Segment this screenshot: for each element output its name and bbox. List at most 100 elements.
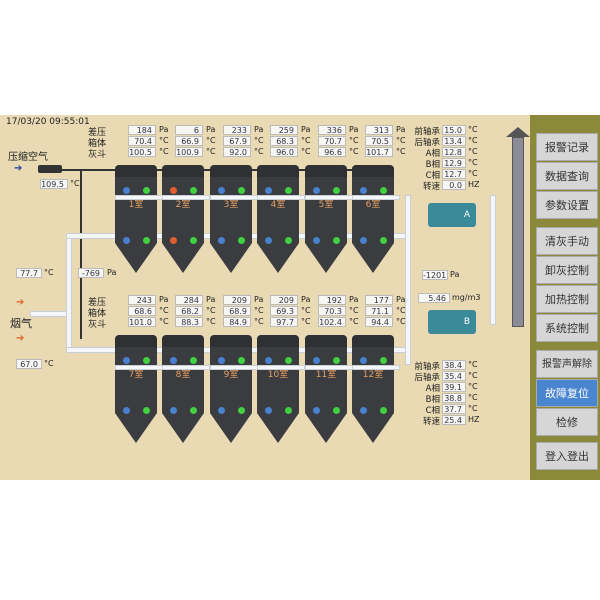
valve-indicator[interactable] bbox=[170, 357, 177, 364]
valve-indicator[interactable] bbox=[285, 237, 292, 244]
valve-indicator[interactable] bbox=[380, 187, 387, 194]
fan-phase_c-value: 12.7 bbox=[442, 169, 466, 179]
valve-indicator[interactable] bbox=[123, 237, 130, 244]
valve-indicator[interactable] bbox=[313, 187, 320, 194]
valve-indicator[interactable] bbox=[285, 357, 292, 364]
valve-indicator[interactable] bbox=[190, 357, 197, 364]
valve-indicator[interactable] bbox=[313, 357, 320, 364]
room-body[interactable]: 1室 bbox=[115, 177, 157, 243]
unit: °C bbox=[349, 136, 359, 145]
valve-indicator[interactable] bbox=[333, 357, 340, 364]
valve-indicator[interactable] bbox=[333, 237, 340, 244]
room-name: 9室 bbox=[223, 370, 239, 380]
unit: °C bbox=[70, 179, 80, 188]
room-ash-value: 84.9 bbox=[223, 317, 251, 327]
room-body[interactable]: 2室 bbox=[162, 177, 204, 243]
valve-indicator[interactable] bbox=[265, 187, 272, 194]
room-diff-value: 177 bbox=[365, 295, 393, 305]
valve-indicator[interactable] bbox=[238, 357, 245, 364]
button-6[interactable]: 系统控制 bbox=[536, 314, 598, 342]
button-10[interactable]: 登入登出 bbox=[536, 442, 598, 470]
unit: Pa bbox=[349, 295, 359, 304]
valve-indicator[interactable] bbox=[380, 237, 387, 244]
valve-indicator[interactable] bbox=[238, 407, 245, 414]
room-name: 3室 bbox=[223, 200, 239, 210]
button-7[interactable]: 报警声解除 bbox=[536, 350, 598, 378]
valve-indicator[interactable] bbox=[313, 407, 320, 414]
row-label-ash: 灰斗 bbox=[88, 320, 107, 330]
valve-indicator[interactable] bbox=[380, 407, 387, 414]
valve-indicator[interactable] bbox=[143, 187, 150, 194]
valve-indicator[interactable] bbox=[170, 237, 177, 244]
room-body[interactable]: 11室 bbox=[305, 347, 347, 413]
valve-indicator[interactable] bbox=[123, 357, 130, 364]
fan-motor[interactable]: A bbox=[428, 203, 476, 227]
valve-indicator[interactable] bbox=[360, 187, 367, 194]
flue-arrow-icon: ➔ bbox=[16, 297, 25, 308]
button-4[interactable]: 卸灰控制 bbox=[536, 256, 598, 284]
room-body[interactable]: 5室 bbox=[305, 177, 347, 243]
button-5[interactable]: 加热控制 bbox=[536, 285, 598, 313]
unit: °C bbox=[468, 360, 478, 369]
button-0[interactable]: 报警记录 bbox=[536, 133, 598, 161]
room-body[interactable]: 7室 bbox=[115, 347, 157, 413]
unit: °C bbox=[468, 147, 478, 156]
ash-hopper bbox=[305, 413, 347, 443]
room-body[interactable]: 9室 bbox=[210, 347, 252, 413]
valve-indicator[interactable] bbox=[360, 407, 367, 414]
valve-indicator[interactable] bbox=[218, 187, 225, 194]
ash-hopper bbox=[352, 413, 394, 443]
valve-indicator[interactable] bbox=[333, 407, 340, 414]
room-body[interactable]: 3室 bbox=[210, 177, 252, 243]
button-1[interactable]: 数据查询 bbox=[536, 162, 598, 190]
valve-indicator[interactable] bbox=[170, 407, 177, 414]
valve-indicator[interactable] bbox=[190, 237, 197, 244]
valve-indicator[interactable] bbox=[143, 237, 150, 244]
valve-indicator[interactable] bbox=[285, 407, 292, 414]
unit: °C bbox=[206, 306, 216, 315]
valve-indicator[interactable] bbox=[123, 187, 130, 194]
room-body[interactable]: 6室 bbox=[352, 177, 394, 243]
room-diff-value: 233 bbox=[223, 125, 251, 135]
valve-indicator[interactable] bbox=[265, 407, 272, 414]
valve-indicator[interactable] bbox=[143, 357, 150, 364]
valve-indicator[interactable] bbox=[333, 187, 340, 194]
unit: Pa bbox=[107, 268, 117, 277]
inlet-manifold bbox=[66, 233, 72, 353]
room-header bbox=[305, 335, 347, 347]
room-body[interactable]: 10室 bbox=[257, 347, 299, 413]
button-8[interactable]: 故障复位 bbox=[536, 379, 598, 407]
valve-indicator[interactable] bbox=[143, 407, 150, 414]
button-2[interactable]: 参数设置 bbox=[536, 191, 598, 219]
room-body[interactable]: 4室 bbox=[257, 177, 299, 243]
unit: °C bbox=[206, 317, 216, 326]
valve-indicator[interactable] bbox=[218, 407, 225, 414]
fan-motor[interactable]: B bbox=[428, 310, 476, 334]
valve-indicator[interactable] bbox=[170, 187, 177, 194]
unit: Pa bbox=[396, 295, 406, 304]
compressed-air-temp: 109.5 bbox=[40, 179, 68, 189]
valve-indicator[interactable] bbox=[190, 187, 197, 194]
valve-indicator[interactable] bbox=[313, 237, 320, 244]
valve-indicator[interactable] bbox=[360, 237, 367, 244]
ash-hopper bbox=[305, 243, 347, 273]
valve-indicator[interactable] bbox=[218, 237, 225, 244]
valve-indicator[interactable] bbox=[190, 407, 197, 414]
room-body[interactable]: 8室 bbox=[162, 347, 204, 413]
valve-indicator[interactable] bbox=[218, 357, 225, 364]
unit: Pa bbox=[450, 270, 460, 279]
valve-indicator[interactable] bbox=[360, 357, 367, 364]
valve-indicator[interactable] bbox=[238, 237, 245, 244]
valve-indicator[interactable] bbox=[123, 407, 130, 414]
button-3[interactable]: 清灰手动 bbox=[536, 227, 598, 255]
room-diff-value: 336 bbox=[318, 125, 346, 135]
room-ash-value: 92.0 bbox=[223, 147, 251, 157]
valve-indicator[interactable] bbox=[285, 187, 292, 194]
blow-pipe bbox=[352, 365, 400, 370]
valve-indicator[interactable] bbox=[380, 357, 387, 364]
valve-indicator[interactable] bbox=[265, 357, 272, 364]
room-body[interactable]: 12室 bbox=[352, 347, 394, 413]
valve-indicator[interactable] bbox=[238, 187, 245, 194]
valve-indicator[interactable] bbox=[265, 237, 272, 244]
button-9[interactable]: 检修 bbox=[536, 408, 598, 436]
